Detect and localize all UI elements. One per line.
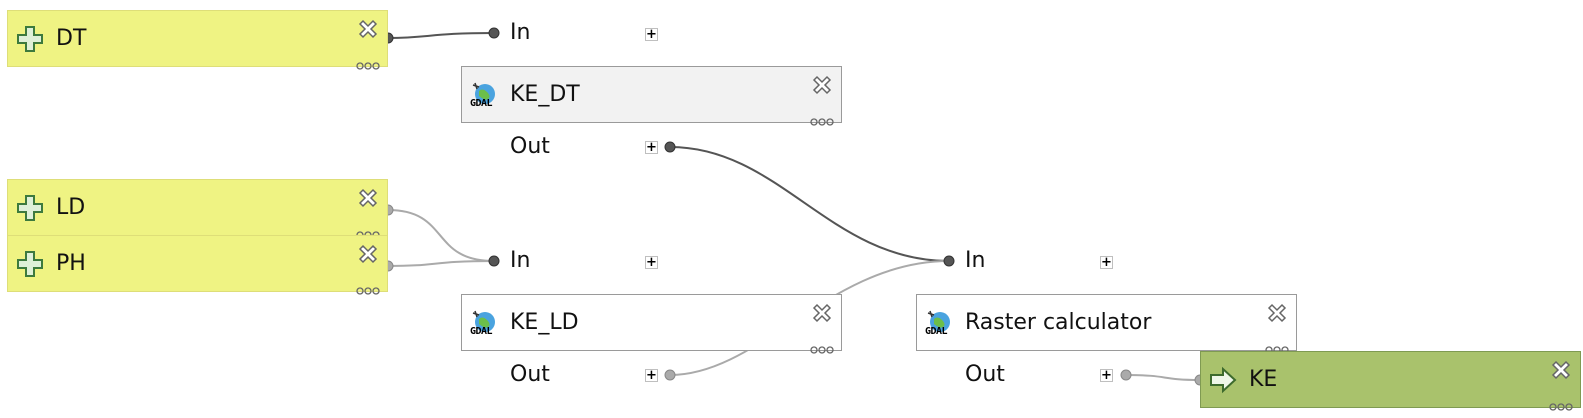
plus-icon[interactable]: + [645,140,658,155]
more-options-icon[interactable] [810,108,834,126]
close-icon[interactable] [356,186,380,210]
algorithm-node-label: KE_LD [510,310,579,335]
plus-icon[interactable]: + [645,27,658,42]
port-ke-dt-in [488,27,500,39]
gdal-icon: GDAL [925,309,953,337]
plus-icon[interactable]: + [1100,368,1113,383]
close-icon[interactable] [810,301,834,325]
plus-icon[interactable]: + [645,368,658,383]
port-raster-in [943,255,955,267]
input-node-label: DT [56,26,87,51]
port-ke-dt-out [664,141,676,153]
port-ke-ld-in [488,255,500,267]
plus-icon[interactable]: + [1100,255,1113,270]
wire-dt-to-ke-dt [387,32,495,39]
add-parameter-icon [16,194,44,222]
more-options-icon[interactable] [356,52,380,70]
wire-ph-to-ke-ld [387,260,495,267]
wire-raster-to-ke [1125,374,1201,381]
algorithm-node-ke-dt[interactable]: GDAL KE_DT [461,66,842,126]
input-node-ph[interactable]: PH [7,235,388,295]
port-ke-ld-out [664,369,676,381]
close-icon[interactable] [356,242,380,266]
gdal-icon: GDAL [470,309,498,337]
add-parameter-icon [16,25,44,53]
plus-icon[interactable]: + [645,255,658,270]
wire-ke-dt-to-raster [669,146,950,262]
close-icon[interactable] [810,73,834,97]
more-options-icon[interactable] [356,221,380,239]
output-node-label: KE [1249,367,1278,392]
raster-out-label: Out [965,362,1005,387]
input-node-label: LD [56,195,86,220]
algorithm-node-ke-ld[interactable]: GDAL KE_LD [461,294,842,354]
close-icon[interactable] [356,17,380,41]
close-icon[interactable] [1549,358,1573,382]
algorithm-node-label: KE_DT [510,82,580,107]
output-node-ke[interactable]: KE [1200,351,1581,411]
gdal-icon: GDAL [470,81,498,109]
ke-dt-in-label: In [510,20,531,45]
add-parameter-icon [16,250,44,278]
more-options-icon[interactable] [1549,393,1573,411]
algorithm-node-raster-calculator[interactable]: GDAL Raster calculator [916,294,1297,354]
close-icon[interactable] [1265,301,1289,325]
ke-dt-out-label: Out [510,134,550,159]
algorithm-node-label: Raster calculator [965,310,1152,335]
raster-in-label: In [965,248,986,273]
ke-ld-in-label: In [510,248,531,273]
input-node-dt[interactable]: DT [7,10,388,70]
input-node-label: PH [56,251,86,276]
input-node-ld[interactable]: LD [7,179,388,239]
more-options-icon[interactable] [1265,336,1289,354]
more-options-icon[interactable] [356,277,380,295]
port-raster-out [1120,369,1132,381]
ke-ld-out-label: Out [510,362,550,387]
wire-ld-to-ke-ld [387,209,495,262]
more-options-icon[interactable] [810,336,834,354]
output-arrow-icon [1209,366,1237,394]
